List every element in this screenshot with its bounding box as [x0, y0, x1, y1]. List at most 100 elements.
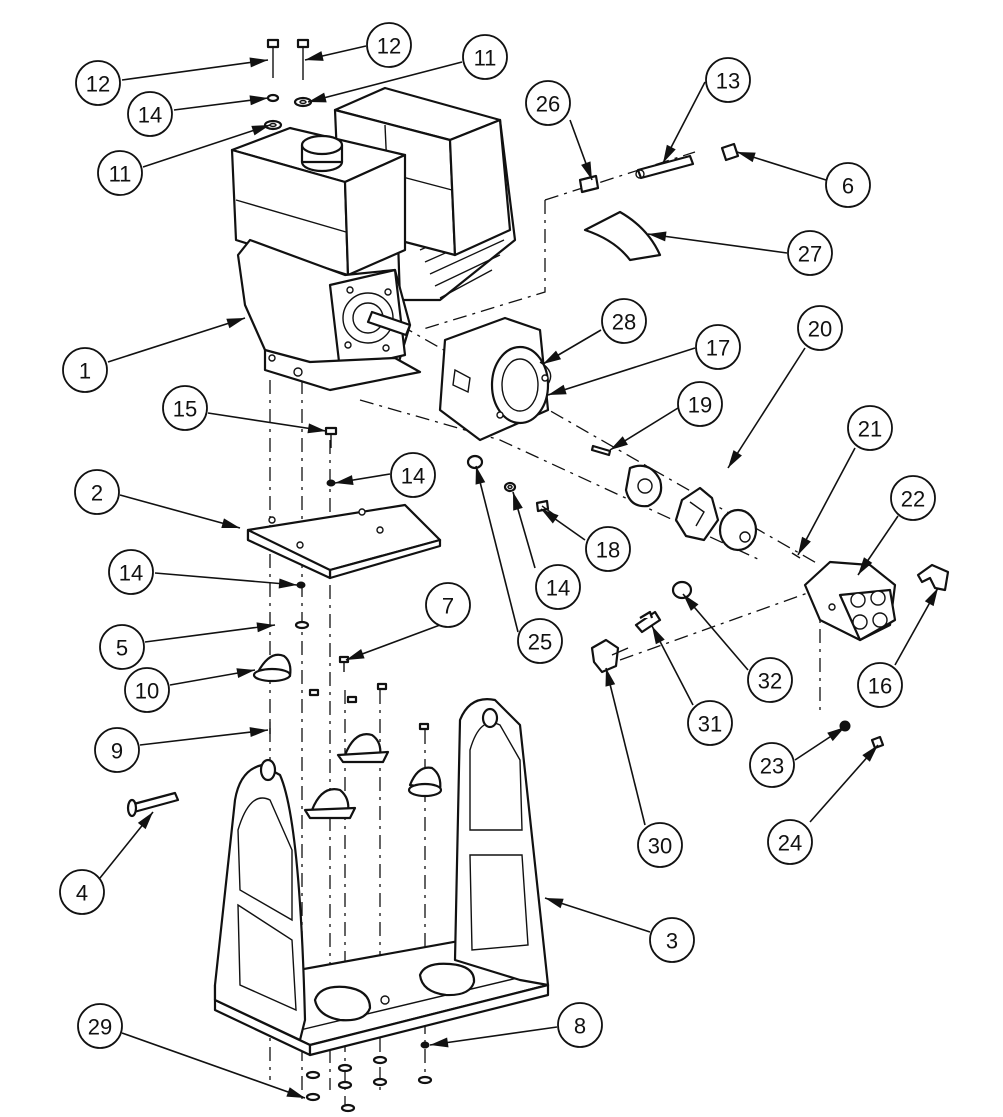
callout-leader: [727, 347, 806, 469]
callout-bubble: [649, 917, 695, 963]
callout-arrowhead: [728, 450, 742, 468]
callout-number: 28: [612, 310, 636, 335]
callout-number: 22: [901, 487, 925, 512]
callout-number: 24: [778, 831, 802, 856]
callout-number: 3: [666, 929, 678, 954]
callout-bubble: [847, 405, 893, 451]
callout-number: 17: [706, 336, 730, 361]
callout-bubble: [124, 667, 170, 713]
callout-number: 18: [596, 538, 620, 563]
callout-number: 25: [528, 630, 552, 655]
callout-bubble: [462, 34, 508, 80]
callout-bubble: [162, 385, 208, 431]
callout-arrowhead: [249, 727, 268, 738]
callout-number: 13: [716, 69, 740, 94]
callout-number: 12: [377, 34, 401, 59]
callout-14: 14: [108, 549, 298, 595]
callout-16: 16: [857, 587, 939, 708]
callout-number: 19: [688, 393, 712, 418]
callout-number: 1: [79, 359, 91, 384]
mounting-plate: [246, 426, 442, 734]
callout-leader: [605, 667, 646, 826]
callout-number: 11: [109, 162, 132, 187]
callout-30: 30: [605, 667, 683, 868]
callout-arrowhead: [581, 161, 592, 180]
callout-25: 25: [475, 465, 563, 664]
callout-bubble: [705, 57, 751, 103]
top-fasteners: [263, 38, 313, 131]
callout-19: 19: [609, 381, 723, 451]
callout-arrowhead: [548, 384, 567, 395]
callout-bubble: [74, 469, 120, 515]
callout-number: 10: [135, 679, 159, 704]
callout-number: 2: [91, 481, 103, 506]
callout-arrowhead: [278, 578, 297, 589]
callout-number: 7: [442, 594, 454, 619]
callout-number: 14: [119, 561, 143, 586]
callout-arrowhead: [798, 536, 811, 555]
callout-arrowhead: [545, 898, 564, 909]
callout-bubble: [366, 22, 412, 68]
callout-arrowhead: [249, 57, 268, 68]
callout-22: 22: [857, 475, 936, 576]
callout-number: 15: [173, 397, 197, 422]
callout-26: 26: [525, 80, 593, 181]
callout-arrowhead: [513, 492, 523, 511]
callout-arrowhead: [226, 318, 245, 329]
callout-bubble: [557, 1002, 603, 1048]
callout-leader: [544, 897, 651, 933]
callout-number: 8: [574, 1014, 586, 1039]
callout-leader: [119, 494, 241, 529]
callout-2: 2: [74, 469, 241, 529]
callout-bubble: [677, 381, 723, 427]
callout-bubble: [601, 298, 647, 344]
callout-number: 11: [474, 46, 497, 71]
callout-bubble: [695, 324, 741, 370]
callout-bubble: [390, 452, 436, 498]
pump-drive-assembly: [438, 142, 950, 750]
callout-number: 30: [648, 834, 672, 859]
callout-bubble: [77, 1003, 123, 1049]
callout-arrowhead: [827, 727, 845, 742]
callout-number: 26: [536, 92, 560, 117]
callout-bubble: [787, 230, 833, 276]
callout-number: 4: [76, 881, 88, 906]
callout-arrowhead: [648, 231, 667, 242]
callout-bubble: [425, 582, 471, 628]
callout-bubble: [94, 727, 140, 773]
callout-leader: [475, 465, 519, 633]
callout-number: 5: [116, 636, 128, 661]
callout-number: 21: [858, 417, 882, 442]
callout-leader: [307, 61, 463, 103]
callouts: 1234567891011111212131414141415161718192…: [59, 22, 939, 1099]
callout-number: 31: [698, 712, 722, 737]
callout-11: 11: [307, 34, 508, 103]
callout-number: 16: [868, 674, 892, 699]
callout-number: 12: [86, 72, 110, 97]
callout-12: 12: [304, 22, 412, 68]
callout-8: 8: [429, 1002, 603, 1048]
callout-14: 14: [334, 452, 436, 498]
callout-arrowhead: [335, 475, 354, 486]
callout-arrowhead: [475, 466, 486, 485]
callout-arrowhead: [543, 350, 562, 364]
callout-9: 9: [94, 727, 269, 773]
callout-arrowhead: [663, 144, 676, 163]
callout-bubble: [535, 564, 581, 610]
callout-number: 14: [401, 464, 425, 489]
callout-number: 32: [758, 669, 782, 694]
callout-20: 20: [727, 305, 843, 469]
callout-bubble: [749, 742, 795, 788]
callout-32: 32: [682, 593, 793, 703]
callout-arrowhead: [346, 649, 365, 660]
callout-leader: [121, 1032, 306, 1099]
callout-bubble: [857, 662, 903, 708]
callout-arrowhead: [652, 626, 665, 645]
callout-leader: [144, 624, 276, 643]
frame: [126, 682, 550, 1113]
callout-arrowhead: [862, 745, 878, 762]
callout-6: 6: [736, 151, 871, 208]
callout-number: 6: [842, 174, 854, 199]
callout-bubble: [747, 657, 793, 703]
callout-7: 7: [345, 582, 471, 661]
